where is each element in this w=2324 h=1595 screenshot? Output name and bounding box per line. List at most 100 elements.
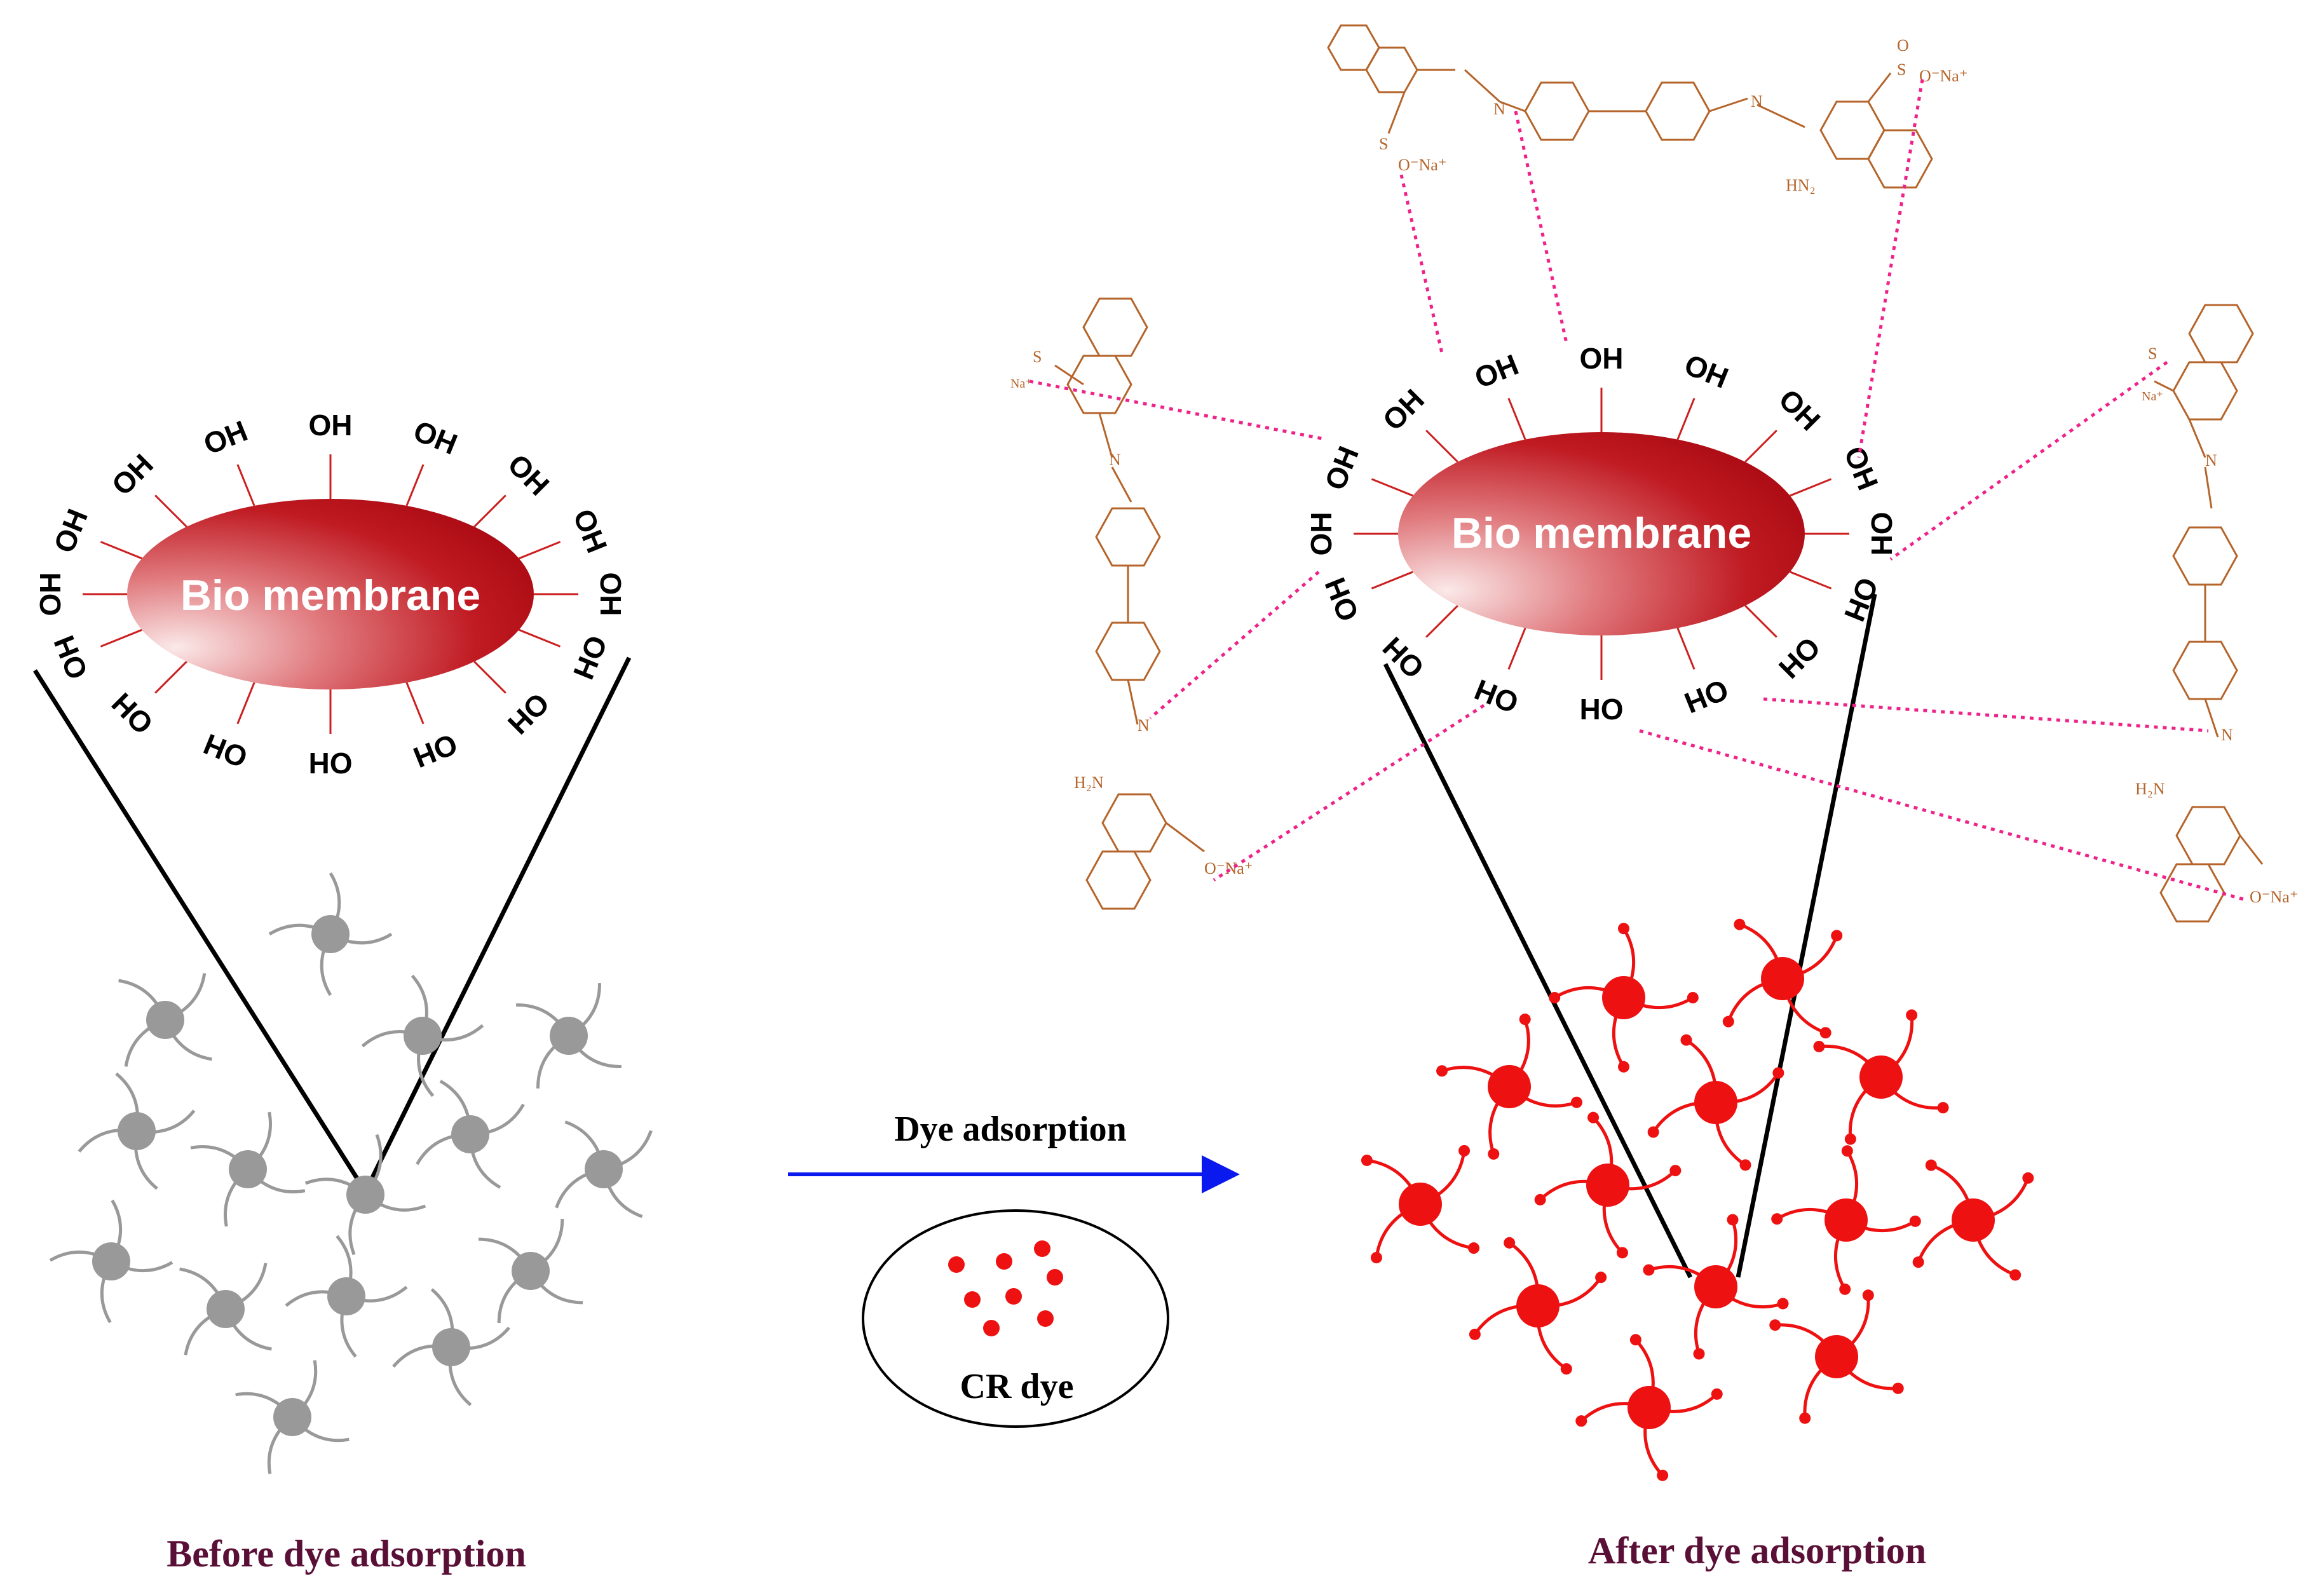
fiber-arm-tip — [1937, 1102, 1949, 1114]
fiber-arm-tip — [1727, 1214, 1739, 1226]
hydroxyl-bond — [519, 628, 561, 648]
hydroxyl-label: OH — [34, 573, 67, 616]
fiber-arm-tip — [1906, 1009, 1918, 1021]
fiber-core — [207, 1290, 245, 1328]
untreated-fiber-network — [49, 872, 653, 1474]
dye-loaded-fiber-network — [1361, 918, 2034, 1481]
left-nitrogen-label: N — [1109, 451, 1121, 469]
left-sulfur-label: S — [1033, 348, 1042, 366]
hydroxyl-label: OH — [105, 686, 160, 741]
cr-dye-label: CR dye — [960, 1367, 1074, 1406]
hydroxyl-label: OH — [199, 414, 252, 461]
fiber-core — [1586, 1164, 1629, 1207]
membrane-hydroxyl-bonds — [83, 454, 578, 734]
fiber-core — [585, 1150, 623, 1188]
bio-membrane-body — [127, 499, 534, 689]
top-sulfonate-label-2: O⁻Na⁺ — [1398, 156, 1447, 174]
cr-dye-dot — [1037, 1310, 1054, 1327]
hydroxyl-label: OH — [1680, 673, 1732, 720]
caption-before: Before dye adsorption — [166, 1533, 526, 1575]
fiber-core — [327, 1277, 365, 1315]
fiber-node — [1469, 1237, 1607, 1375]
fiber-arm-tip — [1669, 1165, 1682, 1177]
fiber-node — [285, 1235, 408, 1358]
fiber-core — [146, 1001, 184, 1039]
hydroxyl-bond — [405, 682, 425, 724]
fiber-node — [1912, 1159, 2034, 1281]
fiber-node — [416, 1080, 525, 1189]
fiber-node — [1575, 1334, 1723, 1481]
zoom-line-right — [1736, 594, 1877, 1278]
fiber-core — [550, 1017, 588, 1055]
left-sodium-label: Na⁺ — [1010, 377, 1032, 391]
fiber-arm-tip — [1534, 1193, 1546, 1205]
hydroxyl-label: OH — [1470, 673, 1523, 720]
fiber-arm-tip — [1831, 930, 1843, 942]
caption-after: After dye adsorption — [1588, 1530, 1926, 1571]
fiber-arm-tip — [2009, 1269, 2022, 1281]
cr-dye-molecules — [948, 1240, 1063, 1336]
fiber-arm-tip — [1892, 1382, 1904, 1394]
hydroxyl-label: OH — [199, 728, 252, 775]
fiber-arm-tip — [1772, 1067, 1784, 1079]
fiber-core — [1761, 957, 1804, 1000]
fiber-arm-tip — [1504, 1237, 1516, 1249]
fiber-core — [1694, 1081, 1737, 1124]
zoom-line-right — [363, 656, 632, 1193]
zoom-line-left — [33, 669, 367, 1193]
hydroxyl-label: OH — [594, 573, 627, 616]
hydroxyl-bond — [236, 464, 255, 506]
hydroxyl-label: OH — [1318, 442, 1365, 494]
fiber-node — [1534, 1111, 1682, 1259]
fiber-core — [1399, 1183, 1442, 1226]
congo-red-structure-right — [2154, 304, 2264, 923]
fiber-core — [118, 1112, 156, 1150]
cr-dye-dot — [996, 1253, 1012, 1270]
fiber-node — [555, 1120, 653, 1218]
fiber-arm-tip — [1469, 1328, 1481, 1340]
fiber-arm-tip — [1909, 1215, 1921, 1227]
top-sulfur-label: S — [1897, 60, 1906, 79]
fiber-core — [92, 1242, 130, 1280]
fiber-core — [404, 1017, 442, 1055]
hydroxyl-bond — [473, 494, 506, 527]
congo-red-structure-top — [1327, 24, 1933, 189]
fiber-arm-tip — [1819, 1027, 1831, 1039]
fiber-arm-tip — [1618, 1061, 1629, 1073]
hydroxyl-bond — [519, 541, 561, 560]
cr-dye-dot — [983, 1320, 1000, 1336]
hydroxyl-bond — [1744, 430, 1777, 463]
fiber-node — [478, 1218, 583, 1324]
fiber-arm-tip — [1912, 1256, 1924, 1268]
hydroxyl-label: OH — [501, 447, 556, 502]
fiber-arm-tip — [1722, 1015, 1734, 1028]
fiber-core — [1694, 1265, 1737, 1308]
hydroxyl-label: OH — [409, 414, 461, 461]
fiber-node — [1549, 923, 1699, 1073]
right-sulfonate-label: O⁻Na⁺ — [2250, 888, 2299, 906]
hydroxyl-bond — [154, 661, 187, 694]
hydroxyl-bond — [1676, 398, 1695, 440]
fiber-core — [451, 1115, 489, 1153]
fiber-node — [392, 1288, 510, 1406]
hydroxyl-bond — [1371, 571, 1413, 590]
fiber-arm-tip — [1549, 992, 1561, 1003]
fiber-node — [304, 1134, 426, 1256]
fiber-core — [1602, 976, 1645, 1019]
hydroxyl-bond — [236, 682, 255, 724]
top-nitrogen-label-2: N — [1751, 92, 1763, 111]
hydroxyl-bond — [1676, 627, 1695, 670]
hydroxyl-label: OH — [1680, 348, 1732, 395]
hydroxyl-bond — [473, 661, 506, 694]
hydroxyl-label: OH — [1865, 512, 1898, 556]
top-nitrogen-label: N — [1493, 100, 1505, 118]
fiber-arm-tip — [1595, 1272, 1607, 1284]
fiber-arm-tip — [1488, 1148, 1500, 1160]
hydroxyl-label: OH — [1318, 573, 1365, 626]
hydroxyl-label: OH — [1772, 630, 1827, 685]
fiber-arm-tip — [1777, 1298, 1789, 1310]
fiber-arm-tip — [1519, 1014, 1531, 1026]
fiber-node — [361, 974, 484, 1097]
